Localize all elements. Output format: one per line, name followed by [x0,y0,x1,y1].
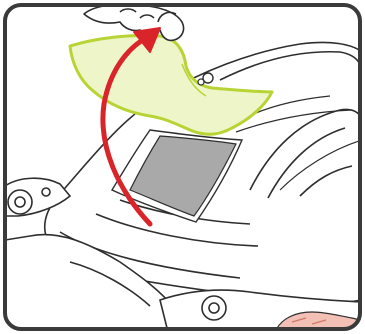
instruction-illustration [0,0,365,334]
scene [0,0,365,334]
illustration-svg [0,0,365,334]
